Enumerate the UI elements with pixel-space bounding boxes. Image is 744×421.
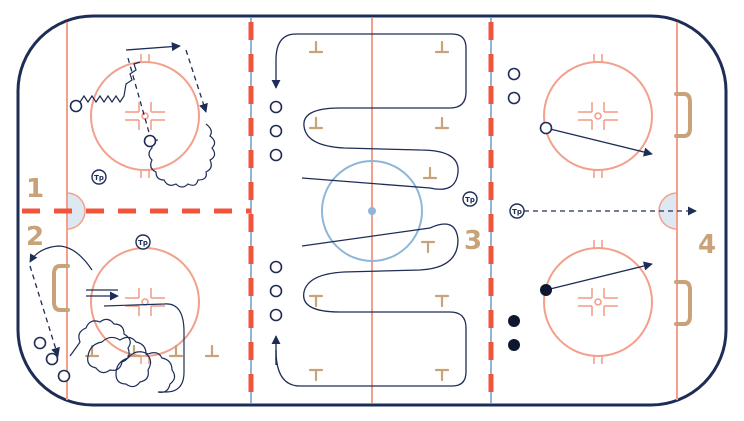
- filled-circle-icon: [508, 339, 520, 351]
- open-circle-icon: [507, 67, 521, 81]
- players-open: [33, 67, 553, 383]
- right-top-shot-arrow: [545, 127, 653, 157]
- open-circle-icon: [269, 148, 283, 162]
- faceoff-circles: [90, 61, 653, 357]
- cone-icon: [308, 40, 324, 54]
- cone-icon: [422, 166, 438, 180]
- net-left-side: [52, 264, 70, 312]
- coach-marker-bottom-left: Tp: [135, 234, 151, 250]
- open-circle-icon: [507, 91, 521, 105]
- cone-icon: [168, 344, 184, 358]
- faceoff-circle-bottom-right: [543, 247, 653, 357]
- cone-icon: [204, 344, 220, 358]
- open-circle-icon: [57, 369, 71, 383]
- right-bottom-shot-arrow: [545, 261, 653, 291]
- open-circle-icon: [269, 308, 283, 322]
- filled-circle-icon: [540, 284, 552, 296]
- faceoff-circle-top-right: [543, 61, 653, 171]
- cone-icon: [308, 368, 324, 382]
- open-circle-icon: [269, 100, 283, 114]
- cone-icon: [434, 294, 450, 308]
- cone-icon: [434, 40, 450, 54]
- zone-label-3: 3: [464, 226, 483, 256]
- svg-text:Tp: Tp: [465, 196, 475, 204]
- top-left-skate-wavy-path: [79, 61, 141, 104]
- open-circle-icon: [539, 121, 553, 135]
- coach-marker-right: Tp: [509, 203, 525, 219]
- open-circle-icon: [269, 260, 283, 274]
- coach-tp-icon: [91, 169, 107, 185]
- top-left-loop-wavy-path: [148, 123, 216, 188]
- zone-label-4: 4: [698, 230, 717, 260]
- zone-label-1: 1: [26, 174, 45, 204]
- bottom-left-dashed-down: [29, 265, 60, 357]
- filled-circle-icon: [508, 315, 520, 327]
- cones: [84, 40, 450, 382]
- bottom-left-return-arrow: [86, 290, 118, 296]
- open-circle-icon: [69, 99, 83, 113]
- net-right-top: [674, 92, 692, 138]
- svg-text:Tp: Tp: [94, 174, 104, 182]
- bottom-left-weave-wavy-path: [69, 303, 185, 393]
- left-goal-crease: [66, 192, 86, 230]
- coach-tp-icon: [462, 191, 478, 207]
- zone-label-2: 2: [26, 222, 45, 252]
- open-circle-icon: [143, 134, 157, 148]
- open-circle-icon: [269, 284, 283, 298]
- cone-icon: [308, 116, 324, 130]
- faceoff-hashmarks: [125, 54, 618, 364]
- cone-icon: [308, 294, 324, 308]
- coach-marker-top-left: Tp: [91, 169, 107, 185]
- neutral-zone-weave-path: [275, 223, 467, 387]
- players-filled: [508, 284, 552, 351]
- net-right-bottom: [674, 280, 692, 326]
- coach-tp-icon: [135, 234, 151, 250]
- top-left-pass-dashed: [185, 49, 208, 113]
- coach-marker-neutral: Tp: [462, 191, 478, 207]
- center-circle: [321, 160, 423, 262]
- top-left-skate-arrow: [125, 42, 181, 52]
- cone-icon: [420, 240, 436, 254]
- open-circle-icon: [45, 352, 59, 366]
- cone-icon: [434, 116, 450, 130]
- open-circle-icon: [269, 124, 283, 138]
- svg-text:Tp: Tp: [512, 208, 522, 216]
- center-dot: [368, 207, 376, 215]
- coach-tp-icon: [509, 203, 525, 219]
- top-left-shot-dashed: [127, 57, 151, 137]
- open-circle-icon: [33, 336, 47, 350]
- cone-icon: [434, 368, 450, 382]
- svg-text:Tp: Tp: [138, 239, 148, 247]
- neutral-zone-weave-path-top: [271, 33, 467, 190]
- faceoff-circle-top-left: [90, 61, 200, 171]
- bottom-left-curve-path: [29, 245, 93, 271]
- net-icon: [52, 92, 692, 326]
